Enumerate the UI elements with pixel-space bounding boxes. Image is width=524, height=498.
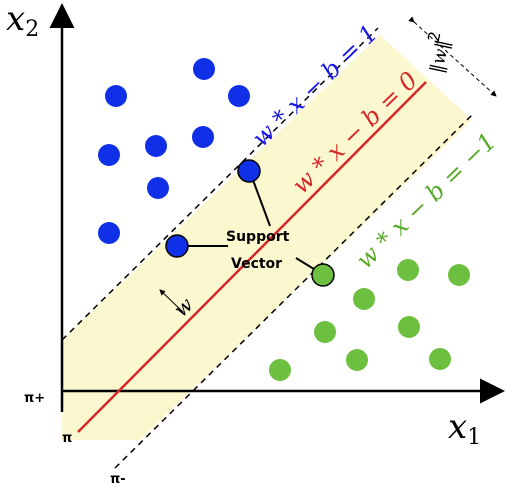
positive-hyperplane xyxy=(61,27,379,341)
blue-point xyxy=(228,85,250,107)
green-point xyxy=(398,316,420,338)
green-point xyxy=(346,349,368,371)
pi-plus-label: π+ xyxy=(24,391,45,406)
y-axis-label: x2 xyxy=(6,0,39,42)
support-vector-blue-upper xyxy=(237,159,261,183)
margin-width-arrow xyxy=(408,16,497,97)
blue-point xyxy=(105,85,127,107)
blue-class-points xyxy=(98,58,250,244)
margin-band xyxy=(62,35,472,440)
blue-point xyxy=(98,144,120,166)
green-point xyxy=(397,259,419,281)
support-vector-green xyxy=(311,263,335,287)
support-vector-blue-lower xyxy=(165,234,189,258)
negative-hyperplane xyxy=(114,114,473,469)
margin-width-label: ‖w‖ 2 xyxy=(424,29,454,75)
blue-point xyxy=(193,58,215,80)
green-point xyxy=(429,348,451,370)
pi-minus-label: π- xyxy=(110,472,126,487)
decision-boundary xyxy=(77,81,427,433)
svg-text:2: 2 xyxy=(424,29,445,43)
green-class-points xyxy=(269,259,470,381)
green-point xyxy=(314,321,336,343)
x-axis-label: x1 xyxy=(448,407,481,450)
green-point xyxy=(353,288,375,310)
pi-label: π xyxy=(62,431,72,446)
normal-vector-arrow xyxy=(159,289,184,313)
blue-point xyxy=(98,222,120,244)
blue-point xyxy=(192,126,214,148)
green-point xyxy=(269,359,291,381)
blue-point xyxy=(147,177,169,199)
green-point xyxy=(448,264,470,286)
support-vector-label: Support Vector xyxy=(226,229,294,272)
blue-point xyxy=(145,135,167,157)
